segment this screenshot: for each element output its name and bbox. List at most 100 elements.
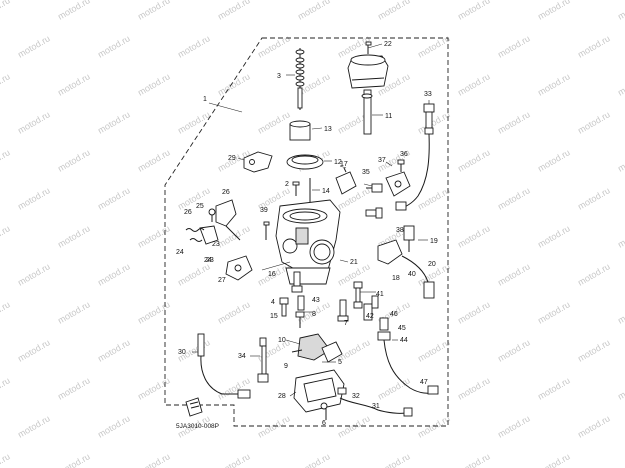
watermark-text: motod.ru [0,0,12,22]
callout-c16: 16 [268,271,276,278]
tube-11 [361,89,373,135]
cable-30 [197,333,251,399]
watermark-text: motod.ru [96,109,132,135]
float-assembly [291,333,343,363]
callout-c35: 35 [362,169,370,176]
callout-c8: 8 [312,311,316,318]
callout-c10: 10 [278,337,286,344]
hose-20 [401,255,429,283]
callout-c15: 15 [270,313,278,320]
watermark-text: motod.ru [536,0,572,22]
callout-c40: 40 [408,271,416,278]
callout-c22: 22 [384,41,392,48]
jet-43 [297,295,305,311]
callout-c39: 39 [260,207,268,214]
watermark-text: motod.ru [576,413,612,439]
callout-c44: 44 [400,337,408,344]
leader-21 [339,259,349,263]
watermark-text: motod.ru [0,299,12,325]
watermark-text: motod.ru [16,337,52,363]
watermark-text: motod.ru [456,375,492,401]
callout-c25: 25 [196,203,204,210]
watermark-text: motod.ru [256,33,292,59]
callout-c7: 7 [344,320,348,327]
callout-c47: 47 [420,379,428,386]
watermark-text: motod.ru [576,185,612,211]
callout-c20: 20 [428,261,436,268]
leader-29 [237,157,245,161]
bracket-27 [225,255,253,281]
callout-c19: 19 [430,238,438,245]
connector-20 [423,281,435,299]
callout-c26a: 26 [222,189,230,196]
callout-c36: 36 [400,151,408,158]
watermark-text: motod.ru [216,0,252,22]
jet-4 [279,297,289,317]
watermark-text: motod.ru [56,147,92,173]
leader-28 [289,391,297,397]
watermark-text: motod.ru [536,375,572,401]
callout-c21: 21 [350,259,358,266]
callout-c37: 37 [378,157,386,164]
watermark-text: motod.ru [616,223,625,249]
float-bowl [293,369,345,413]
callout-c24b: 24 [204,257,212,264]
watermark-text: motod.ru [496,33,532,59]
watermark-text: motod.ru [56,451,92,468]
watermark-text: motod.ru [0,71,12,97]
watermark-text: motod.ru [536,71,572,97]
jet-stack-16 [291,271,303,293]
callout-c2: 2 [285,181,289,188]
watermark-text: motod.ru [416,109,452,135]
top-cover [347,54,389,89]
cable-34 [257,337,269,383]
leader-27-link [261,261,291,271]
callout-c1: 1 [203,96,207,103]
screw-22 [365,41,372,54]
linkage-26 [215,199,241,241]
watermark-text: motod.ru [456,299,492,325]
watermark-text: motod.ru [136,71,172,97]
watermark-text: motod.ru [0,147,12,173]
watermark-text: motod.ru [456,223,492,249]
callout-c30: 30 [178,349,186,356]
watermark-text: motod.ru [216,223,252,249]
hose-31 [339,397,413,417]
watermark-text: motod.ru [216,451,252,468]
callout-c32: 32 [352,393,360,400]
watermark-text: motod.ru [16,33,52,59]
fitting-35 [366,183,383,193]
callout-c13: 13 [324,126,332,133]
watermark-text: motod.ru [536,299,572,325]
callout-c18: 18 [392,275,400,282]
callout-c14: 14 [322,188,330,195]
watermark-text: motod.ru [616,299,625,325]
callout-c42: 42 [366,313,374,320]
carburetor-body [275,199,341,285]
watermark-text: motod.ru [176,33,212,59]
watermark-text: motod.ru [216,299,252,325]
callout-c34: 34 [238,353,246,360]
callout-c26b: 26 [184,209,192,216]
watermark-text: motod.ru [56,223,92,249]
watermark-text: motod.ru [16,185,52,211]
watermark-text: motod.ru [616,0,625,22]
drawing-code: 5JA3010-008P [176,423,219,430]
callout-c33: 33 [424,91,432,98]
watermark-text: motod.ru [456,147,492,173]
watermark-text: motod.ru [296,451,332,468]
watermark-text: motod.ru [536,451,572,468]
leader-22 [367,43,383,49]
watermark-text: motod.ru [0,451,12,468]
callout-c29: 29 [228,155,236,162]
watermark-text: motod.ru [536,223,572,249]
watermark-text: motod.ru [456,0,492,22]
callout-c3: 3 [277,73,281,80]
leader-35 [363,183,373,187]
watermark-text: motod.ru [136,147,172,173]
watermark-text: motod.ru [96,337,132,363]
piston-13 [289,120,311,141]
callout-c23a: 23 [212,241,220,248]
callout-c17: 17 [340,161,348,168]
